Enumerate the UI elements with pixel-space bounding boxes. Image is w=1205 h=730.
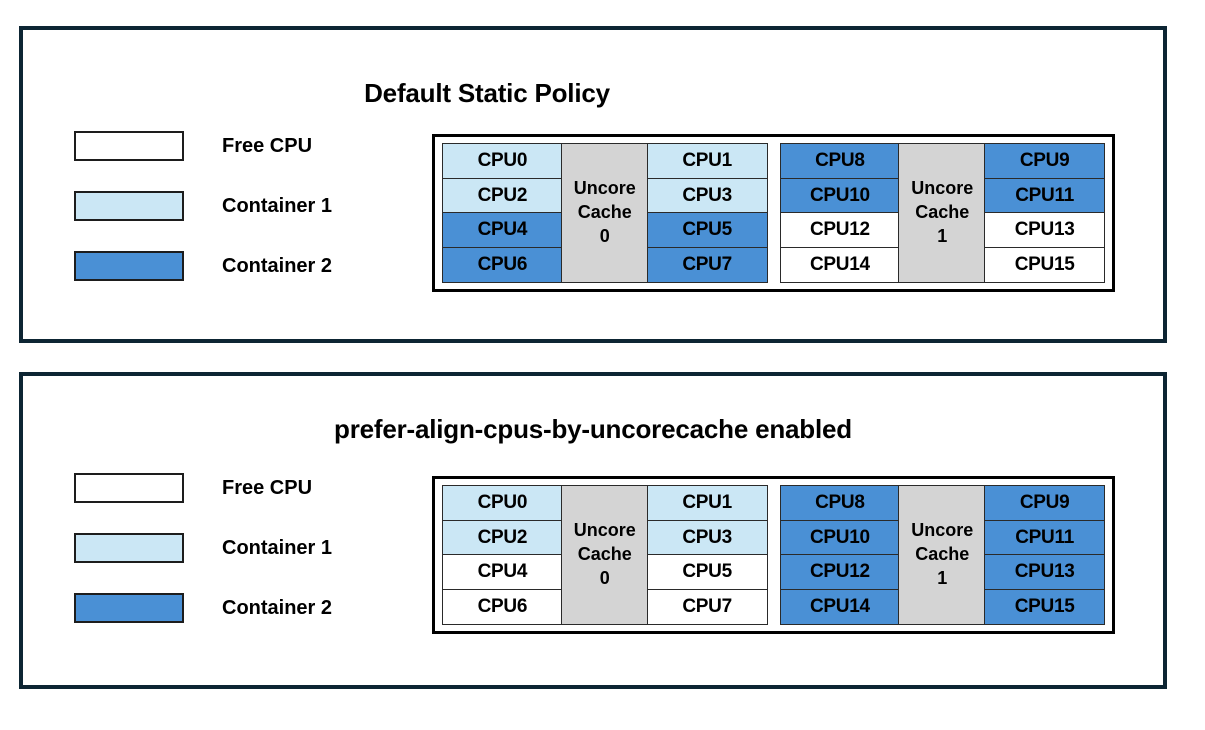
- legend-swatch-container-1: [74, 191, 184, 221]
- cpu-column-right: CPU9 CPU11 CPU13 CPU15: [984, 485, 1105, 625]
- cpu-cell: CPU11: [984, 519, 1105, 556]
- cpu-cell: CPU15: [984, 246, 1105, 283]
- cpu-cell: CPU9: [984, 485, 1105, 522]
- legend-label-container-1: Container 1: [222, 194, 333, 217]
- cpu-cell: CPU8: [779, 143, 901, 180]
- uncore-cache-block: Uncore Cache 0: [560, 485, 649, 625]
- cpu-cell: CPU10: [779, 177, 901, 214]
- uncore-cache-index: 1: [937, 225, 948, 246]
- cpu-cell: CPU7: [646, 588, 768, 625]
- cpu-cell: CPU14: [779, 246, 901, 283]
- cache-group-0: CPU0 CPU2 CPU4 CPU6 Uncore Cache 0 CPU1 …: [442, 485, 768, 625]
- cpu-cell: CPU0: [442, 485, 563, 522]
- cpu-column-left: CPU0 CPU2 CPU4 CPU6: [442, 485, 563, 625]
- cpu-column-right: CPU1 CPU3 CPU5 CPU7: [646, 485, 768, 625]
- cpu-cell: CPU12: [779, 212, 901, 249]
- uncore-cache-line1: Uncore: [573, 520, 636, 541]
- page-title-bottom: prefer-align-cpus-by-uncorecache enabled: [334, 414, 852, 444]
- panel-prefer-align-cpus-by-uncorecache: prefer-align-cpus-by-uncorecache enabled…: [19, 372, 1167, 689]
- legend-swatch-container-2: [74, 251, 184, 281]
- cpu-cell: CPU7: [646, 246, 768, 283]
- cache-group-1: CPU8 CPU10 CPU12 CPU14 Uncore Cache 1 CP…: [779, 485, 1105, 625]
- legend-item-container-1: Container 1: [74, 532, 332, 564]
- cpu-cell: CPU11: [984, 177, 1105, 214]
- uncore-cache-block: Uncore Cache 1: [898, 485, 987, 625]
- cache-group-0: CPU0 CPU2 CPU4 CPU6 Uncore Cache 0 CPU1 …: [442, 143, 768, 283]
- uncore-cache-index: 0: [599, 567, 610, 588]
- cpu-cell: CPU0: [442, 143, 563, 180]
- page-title-top: Default Static Policy: [364, 78, 610, 108]
- legend-label-free-cpu: Free CPU: [222, 134, 313, 157]
- legend-item-free-cpu: Free CPU: [74, 130, 332, 162]
- cpu-cell: CPU12: [779, 554, 901, 591]
- legend-label-container-2: Container 2: [222, 254, 333, 277]
- uncore-cache-line1: Uncore: [911, 178, 974, 199]
- cpu-cell: CPU2: [442, 177, 563, 214]
- legend-bottom: Free CPU Container 1 Container 2: [74, 472, 332, 652]
- uncore-cache-line1: Uncore: [573, 178, 636, 199]
- cpu-topology-diagram-top: CPU0 CPU2 CPU4 CPU6 Uncore Cache 0 CPU1 …: [432, 134, 1115, 292]
- cpu-cell: CPU2: [442, 519, 563, 556]
- legend-item-free-cpu: Free CPU: [74, 472, 332, 504]
- uncore-cache-index: 0: [599, 225, 610, 246]
- legend-item-container-1: Container 1: [74, 190, 332, 222]
- cache-group-1: CPU8 CPU10 CPU12 CPU14 Uncore Cache 1 CP…: [779, 143, 1105, 283]
- cpu-cell: CPU13: [984, 212, 1105, 249]
- cpu-cell: CPU8: [779, 485, 901, 522]
- legend-swatch-free-cpu: [74, 131, 184, 161]
- uncore-cache-line2: Cache: [577, 544, 632, 565]
- legend-label-free-cpu: Free CPU: [222, 476, 313, 499]
- cpu-topology-diagram-bottom: CPU0 CPU2 CPU4 CPU6 Uncore Cache 0 CPU1 …: [432, 476, 1115, 634]
- uncore-cache-line1: Uncore: [911, 520, 974, 541]
- uncore-cache-block: Uncore Cache 0: [560, 143, 649, 283]
- legend-item-container-2: Container 2: [74, 250, 332, 282]
- cpu-cell: CPU3: [646, 177, 768, 214]
- legend-label-container-1: Container 1: [222, 536, 333, 559]
- cpu-cell: CPU13: [984, 554, 1105, 591]
- uncore-cache-block: Uncore Cache 1: [898, 143, 987, 283]
- cpu-cell: CPU9: [984, 143, 1105, 180]
- cpu-column-left: CPU8 CPU10 CPU12 CPU14: [779, 485, 901, 625]
- cpu-cell: CPU10: [779, 519, 901, 556]
- legend-swatch-container-1: [74, 533, 184, 563]
- cpu-column-left: CPU0 CPU2 CPU4 CPU6: [442, 143, 563, 283]
- cpu-cell: CPU4: [442, 554, 563, 591]
- legend-top: Free CPU Container 1 Container 2: [74, 130, 332, 310]
- uncore-cache-line2: Cache: [915, 544, 970, 565]
- legend-label-container-2: Container 2: [222, 596, 333, 619]
- cpu-cell: CPU5: [646, 212, 768, 249]
- cpu-cell: CPU1: [646, 143, 768, 180]
- cpu-column-left: CPU8 CPU10 CPU12 CPU14: [779, 143, 901, 283]
- uncore-cache-index: 1: [937, 567, 948, 588]
- cpu-cell: CPU5: [646, 554, 768, 591]
- cpu-cell: CPU6: [442, 588, 563, 625]
- legend-swatch-free-cpu: [74, 473, 184, 503]
- cpu-cell: CPU14: [779, 588, 901, 625]
- cpu-cell: CPU1: [646, 485, 768, 522]
- legend-swatch-container-2: [74, 593, 184, 623]
- uncore-cache-line2: Cache: [915, 202, 970, 223]
- legend-item-container-2: Container 2: [74, 592, 332, 624]
- cpu-cell: CPU15: [984, 588, 1105, 625]
- cpu-column-right: CPU1 CPU3 CPU5 CPU7: [646, 143, 768, 283]
- panel-default-static-policy: Default Static Policy Free CPU Container…: [19, 26, 1167, 343]
- cpu-cell: CPU3: [646, 519, 768, 556]
- uncore-cache-line2: Cache: [577, 202, 632, 223]
- cpu-column-right: CPU9 CPU11 CPU13 CPU15: [984, 143, 1105, 283]
- cpu-cell: CPU4: [442, 212, 563, 249]
- cpu-cell: CPU6: [442, 246, 563, 283]
